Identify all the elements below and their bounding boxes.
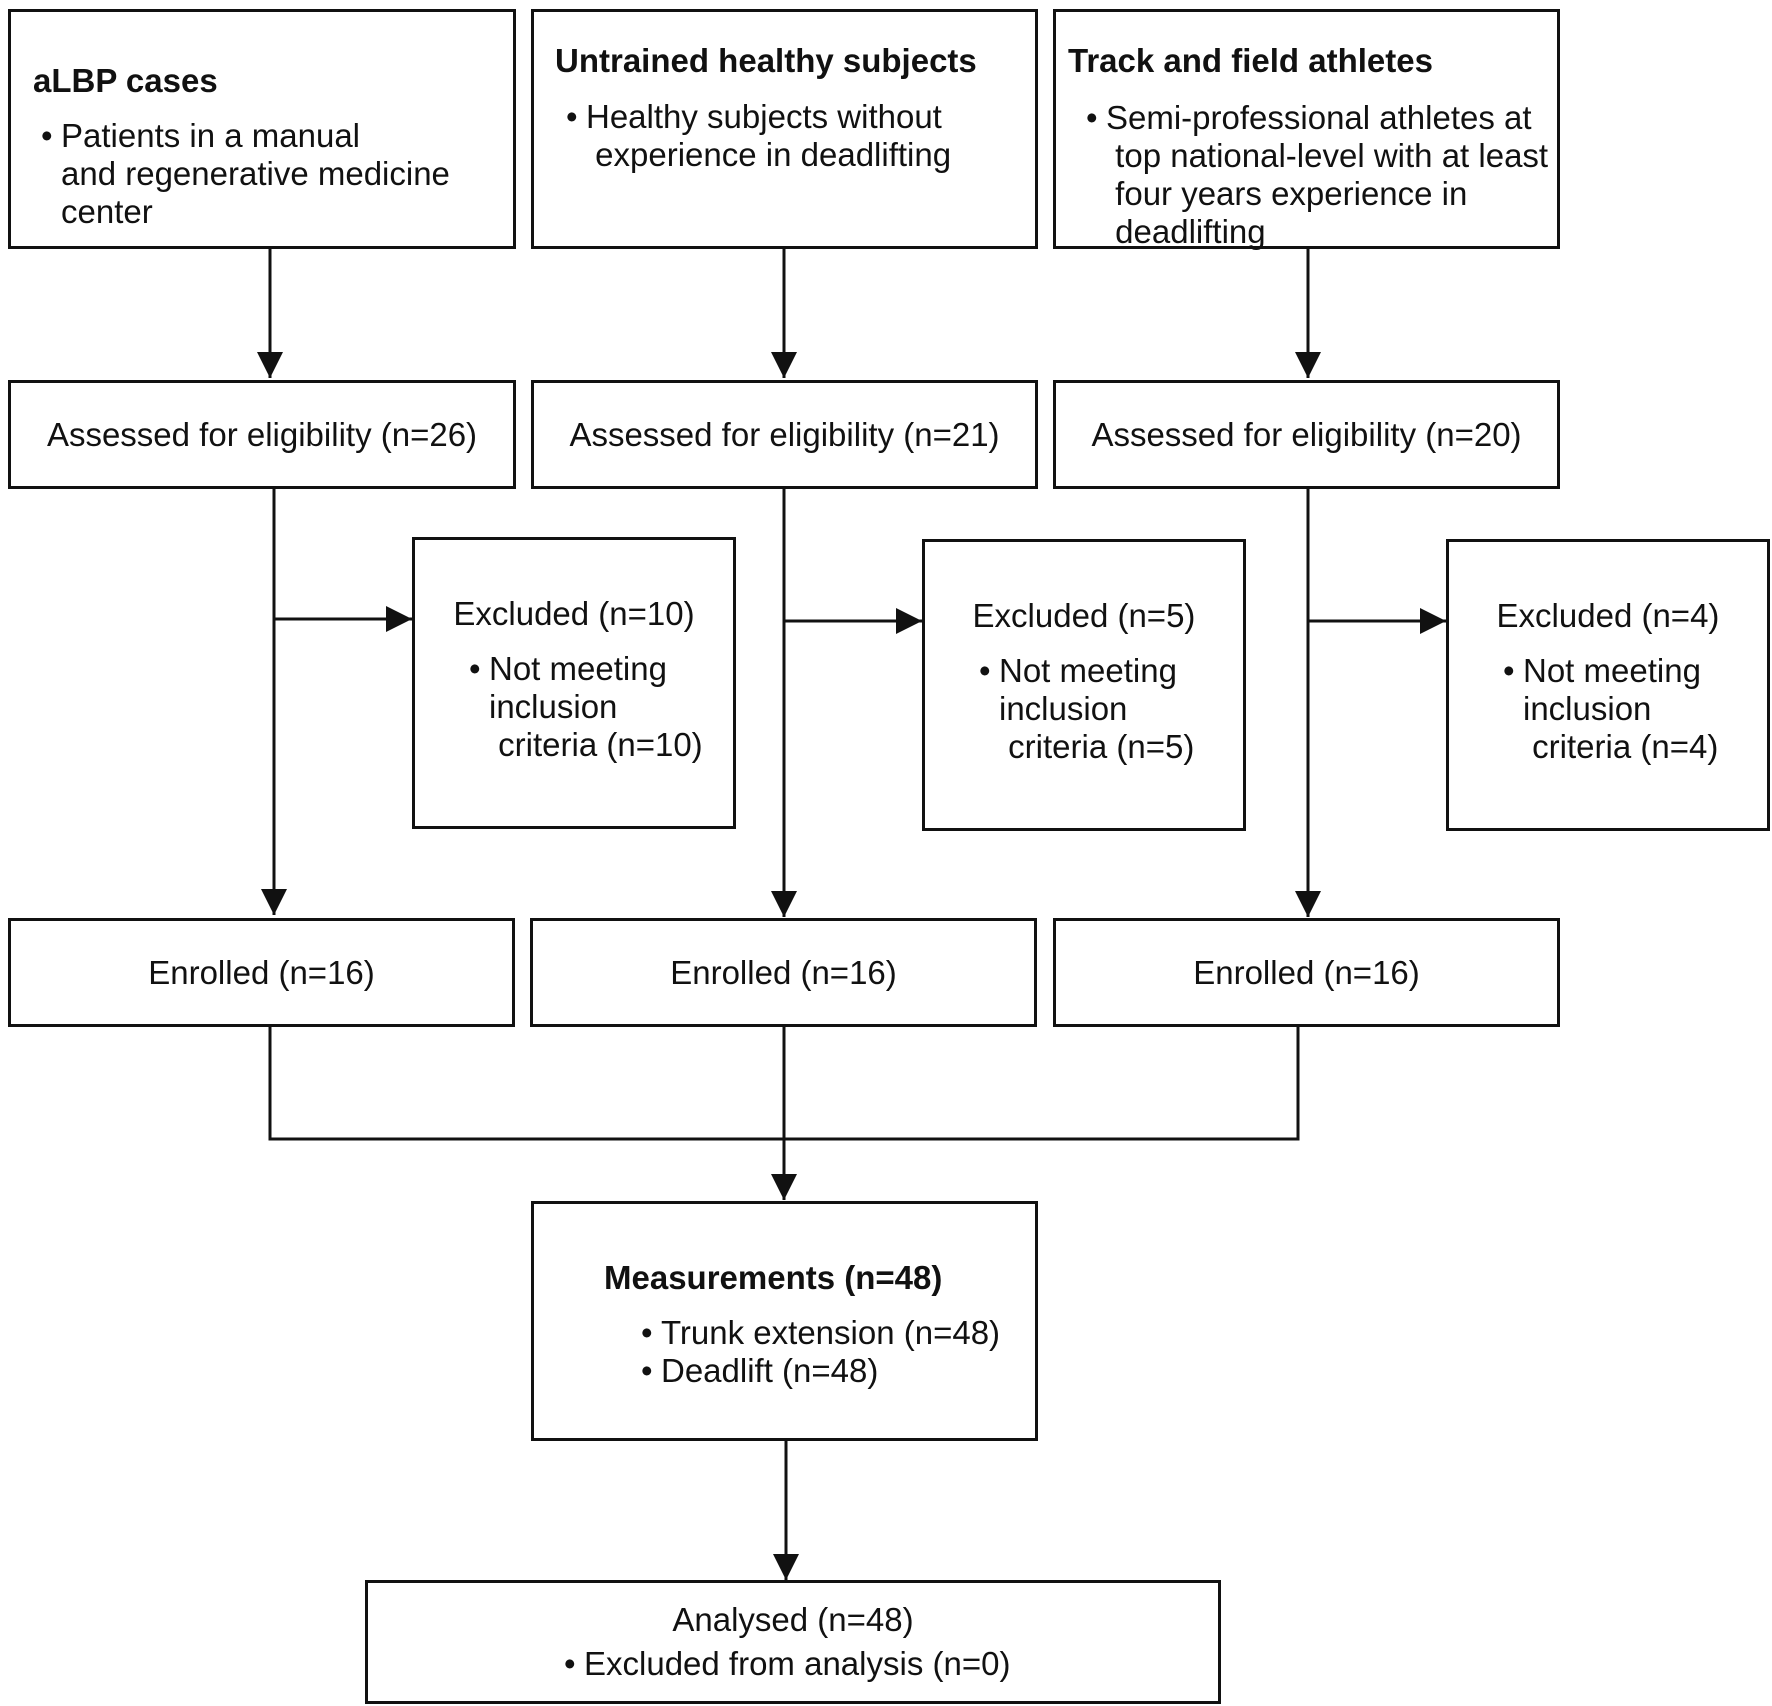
excluded-reason-text: Not meeting inclusion criteria (n=10) xyxy=(489,650,703,763)
enrolled-box-1: Enrolled (n=16) xyxy=(8,918,515,1027)
enrolled-box-2: Enrolled (n=16) xyxy=(530,918,1037,1027)
bullet-dot: • xyxy=(1086,99,1098,136)
excluded-reason-text: Not meeting inclusion criteria (n=4) xyxy=(1523,652,1719,765)
bullet-dot: • xyxy=(979,652,991,689)
bullet-dot: • xyxy=(641,1314,653,1351)
measurements-box: Measurements (n=48) • Trunk extension (n… xyxy=(531,1201,1038,1441)
bullet-dot: • xyxy=(41,117,53,154)
bullet-dot: • xyxy=(564,1645,576,1682)
source-box-untrained: Untrained healthy subjects • Healthy sub… xyxy=(531,9,1038,249)
bullet-dot: • xyxy=(1503,652,1515,689)
excluded-box-1: Excluded (n=10) • Not meeting inclusion … xyxy=(412,537,736,829)
source-title: Untrained healthy subjects xyxy=(555,42,977,79)
source-bullet-text: Patients in a manual and regenerative me… xyxy=(61,117,450,230)
source-bullet-text: Healthy subjects without experience in d… xyxy=(586,98,952,173)
excluded-reason-text: Not meeting inclusion criteria (n=5) xyxy=(999,652,1195,765)
excluded-label: Excluded (n=10) xyxy=(453,595,695,632)
enrolled-label: Enrolled (n=16) xyxy=(670,954,897,991)
source-box-albp: aLBP cases • Patients in a manual and re… xyxy=(8,9,516,249)
excluded-box-2: Excluded (n=5) • Not meeting inclusion c… xyxy=(922,539,1246,831)
bullet-dot: • xyxy=(641,1352,653,1389)
measurement-item-text: Deadlift (n=48) xyxy=(661,1352,879,1389)
enrolled-label: Enrolled (n=16) xyxy=(148,954,375,991)
analysed-item-text: Excluded from analysis (n=0) xyxy=(584,1645,1011,1682)
source-bullet-text: Semi-professional athletes at top nation… xyxy=(1106,99,1549,250)
assessed-box-1: Assessed for eligibility (n=26) xyxy=(8,380,516,489)
source-title: aLBP cases xyxy=(33,62,218,99)
assessed-box-3: Assessed for eligibility (n=20) xyxy=(1053,380,1560,489)
analysed-box: Analysed (n=48) • Excluded from analysis… xyxy=(365,1580,1221,1704)
enrolled-label: Enrolled (n=16) xyxy=(1193,954,1420,991)
bullet-dot: • xyxy=(469,650,481,687)
source-box-athletes: Track and field athletes • Semi-professi… xyxy=(1053,9,1560,250)
excluded-label: Excluded (n=4) xyxy=(1496,597,1720,634)
excluded-label: Excluded (n=5) xyxy=(972,597,1196,634)
enrolled-box-3: Enrolled (n=16) xyxy=(1053,918,1560,1027)
assessed-label: Assessed for eligibility (n=21) xyxy=(569,416,1000,453)
assessed-label: Assessed for eligibility (n=20) xyxy=(1091,416,1522,453)
measurements-title: Measurements (n=48) xyxy=(604,1259,943,1296)
bullet-dot: • xyxy=(566,98,578,135)
measurement-item-text: Trunk extension (n=48) xyxy=(661,1314,1001,1351)
assessed-box-2: Assessed for eligibility (n=21) xyxy=(531,380,1038,489)
analysed-title: Analysed (n=48) xyxy=(672,1601,914,1638)
source-title: Track and field athletes xyxy=(1068,42,1433,79)
assessed-label: Assessed for eligibility (n=26) xyxy=(46,416,478,453)
excluded-box-3: Excluded (n=4) • Not meeting inclusion c… xyxy=(1446,539,1770,831)
